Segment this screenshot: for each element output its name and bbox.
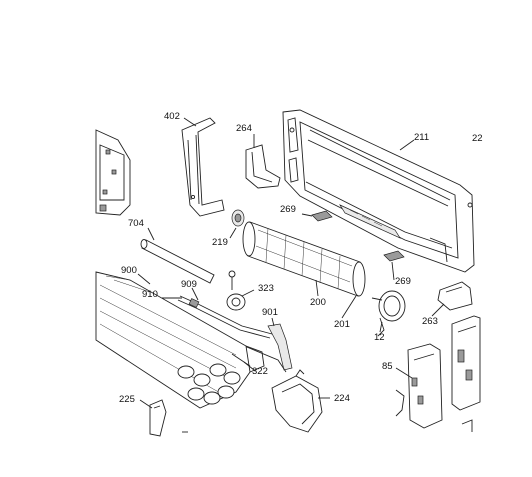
callout-910: 910 [142,289,158,300]
evaporator-900 [95,271,265,409]
callout-704: 704 [128,218,144,229]
bracket-402 [181,117,225,217]
callout-12: 12 [374,332,385,343]
callout-85: 85 [382,361,393,372]
bracket-263 [437,281,473,311]
callout-900: 900 [121,265,137,276]
callout-269-upper: 269 [280,204,296,215]
pipe-704 [140,239,215,284]
callout-211: 211 [414,132,429,143]
fan-motor-201 [371,290,406,337]
callout-901: 901 [262,307,278,318]
callout-264: 264 [236,123,252,134]
callout-322: 322 [252,366,268,377]
clip-264 [245,144,281,189]
callout-22: 22 [472,133,483,144]
tag-269-upper [311,210,333,222]
tag-269-lower [383,250,405,262]
clip-225 [149,399,188,437]
callout-269-lower: 269 [395,276,411,287]
crossflow-fan-200 [242,221,366,297]
chassis-211 [282,109,475,273]
callout-224: 224 [334,393,350,404]
callout-219: 219 [212,237,228,248]
callout-200: 200 [310,297,326,308]
callout-402: 402 [164,111,180,122]
callout-263: 263 [422,316,438,327]
callout-225: 225 [119,394,135,405]
callout-201: 201 [334,319,350,330]
bracket-85 [395,343,443,429]
control-box [451,315,481,432]
callout-909: 909 [181,279,197,290]
drain-cover-224 [271,369,323,433]
bearing-219 [231,209,245,227]
tube-909 [177,295,273,339]
leader-lines [137,117,445,409]
sensor-323 [226,270,246,311]
side-panel-part [95,129,131,216]
callout-323: 323 [258,283,274,294]
